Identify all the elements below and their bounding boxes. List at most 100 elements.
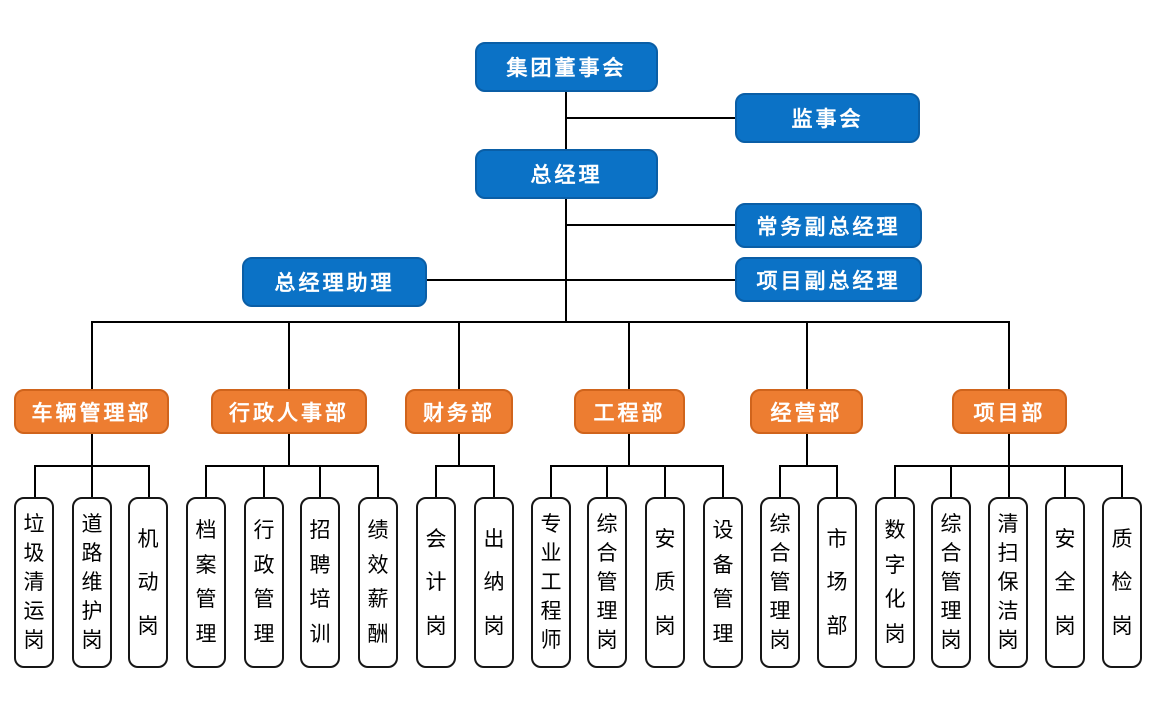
quality-inspection-post-label: 质检岗: [1111, 527, 1133, 638]
safety-post-label: 安全岗: [1054, 527, 1076, 638]
connector-g4-stub4: [722, 465, 724, 497]
connector-g5-parent: [806, 434, 808, 467]
connector-g6-stub4: [1064, 465, 1066, 497]
connector-assistant-project-deputy: [427, 279, 737, 281]
connector-g2-stub2: [263, 465, 265, 497]
connector-g5-stub2: [836, 465, 838, 497]
admin-management-post-label: 行政管理: [253, 518, 275, 647]
connector-g4-stub3: [664, 465, 666, 497]
accountant-post-box: 会计岗: [416, 497, 456, 668]
connector-g2-parent: [288, 434, 290, 467]
connector-g2-rail: [205, 465, 379, 467]
connector-g1-stub1: [34, 465, 36, 497]
general-manager-label: 总经理: [530, 164, 603, 187]
engineering-general-management-post-box: 综合管理岗: [587, 497, 627, 668]
market-dept-label: 市场部: [826, 527, 848, 638]
executive-deputy-gm-label: 常务副总经理: [756, 215, 901, 239]
connector-drop-admin-hr: [288, 322, 290, 389]
market-dept-box: 市场部: [817, 497, 857, 668]
connector-g2-stub4: [377, 465, 379, 497]
project-deputy-gm-box: 项目副总经理: [735, 257, 922, 302]
connector-drop-engineering: [628, 322, 630, 389]
connector-drop-finance: [458, 322, 460, 389]
connector-g4-rail: [550, 465, 724, 467]
connector-departments-rail: [91, 321, 1010, 323]
accountant-post-label: 会计岗: [425, 527, 447, 638]
road-maintenance-post-box: 道路维护岗: [72, 497, 112, 668]
connector-g1-rail: [34, 465, 150, 467]
supervisory-board-box: 监事会: [735, 93, 920, 143]
connector-drop-operations: [806, 322, 808, 389]
engineering-dept-box: 工程部: [574, 389, 685, 434]
group-board-box: 集团董事会: [475, 42, 658, 92]
connector-drop-vehicle: [91, 322, 93, 389]
finance-dept-label: 财务部: [423, 401, 495, 425]
connector-g3-stub2: [493, 465, 495, 497]
performance-compensation-post-label: 绩效薪酬: [367, 518, 389, 647]
project-dept-box: 项目部: [952, 389, 1067, 434]
garbage-collection-post-label: 垃圾清运岗: [23, 513, 45, 652]
gm-assistant-box: 总经理助理: [242, 257, 427, 307]
safety-quality-post-box: 安质岗: [645, 497, 685, 668]
vehicle-management-dept-label: 车辆管理部: [31, 401, 152, 425]
gm-assistant-label: 总经理助理: [274, 272, 395, 295]
garbage-collection-post-box: 垃圾清运岗: [14, 497, 54, 668]
connector-to-supervisory: [565, 117, 737, 119]
general-manager-box: 总经理: [475, 149, 658, 199]
project-general-management-post-box: 综合管理岗: [931, 497, 971, 668]
engineering-dept-label: 工程部: [593, 401, 666, 425]
connector-board-to-gm: [565, 92, 567, 150]
connector-g2-stub1: [205, 465, 207, 497]
archives-management-post-box: 档案管理: [186, 497, 226, 668]
operations-dept-box: 经营部: [750, 389, 863, 434]
cleaning-post-box: 清扫保洁岗: [988, 497, 1028, 668]
mobile-post-box: 机动岗: [128, 497, 168, 668]
connector-g6-stub5: [1121, 465, 1123, 497]
admin-hr-dept-box: 行政人事部: [211, 389, 367, 434]
connector-to-exec-deputy-gm: [565, 224, 737, 226]
vehicle-management-dept-box: 车辆管理部: [14, 389, 169, 434]
connector-g3-stub1: [435, 465, 437, 497]
operations-general-management-post-label: 综合管理岗: [769, 513, 791, 652]
cleaning-post-label: 清扫保洁岗: [997, 513, 1019, 652]
equipment-management-post-box: 设备管理: [703, 497, 743, 668]
finance-dept-box: 财务部: [405, 389, 513, 434]
supervisory-board-label: 监事会: [791, 108, 864, 131]
digitalization-post-label: 数字化岗: [884, 518, 906, 647]
quality-inspection-post-box: 质检岗: [1102, 497, 1142, 668]
safety-quality-post-label: 安质岗: [654, 527, 676, 638]
safety-post-box: 安全岗: [1045, 497, 1085, 668]
group-board-label: 集团董事会: [506, 57, 627, 80]
mobile-post-label: 机动岗: [137, 527, 159, 638]
operations-dept-label: 经营部: [770, 401, 843, 425]
cashier-post-label: 出纳岗: [483, 527, 505, 638]
connector-g4-stub1: [550, 465, 552, 497]
archives-management-post-label: 档案管理: [195, 518, 217, 647]
connector-g5-stub1: [779, 465, 781, 497]
engineering-general-management-post-label: 综合管理岗: [596, 513, 618, 652]
project-deputy-gm-label: 项目副总经理: [756, 269, 901, 293]
connector-g4-parent: [628, 434, 630, 467]
admin-management-post-box: 行政管理: [244, 497, 284, 668]
connector-g4-stub2: [606, 465, 608, 497]
connector-g1-stub3: [148, 465, 150, 497]
professional-engineer-post-label: 专业工程师: [540, 513, 562, 652]
cashier-post-box: 出纳岗: [474, 497, 514, 668]
operations-general-management-post-box: 综合管理岗: [760, 497, 800, 668]
connector-g5-rail: [779, 465, 838, 467]
performance-compensation-post-box: 绩效薪酬: [358, 497, 398, 668]
connector-drop-project: [1008, 322, 1010, 389]
connector-g6-stub2: [950, 465, 952, 497]
recruitment-training-post-box: 招聘培训: [300, 497, 340, 668]
project-general-management-post-label: 综合管理岗: [940, 513, 962, 652]
professional-engineer-post-box: 专业工程师: [531, 497, 571, 668]
equipment-management-post-label: 设备管理: [712, 518, 734, 647]
project-dept-label: 项目部: [973, 401, 1046, 425]
connector-g2-stub3: [319, 465, 321, 497]
connector-g6-rail: [894, 465, 1123, 467]
recruitment-training-post-label: 招聘培训: [309, 518, 331, 647]
connector-g6-stub1: [894, 465, 896, 497]
executive-deputy-gm-box: 常务副总经理: [735, 203, 922, 248]
digitalization-post-box: 数字化岗: [875, 497, 915, 668]
